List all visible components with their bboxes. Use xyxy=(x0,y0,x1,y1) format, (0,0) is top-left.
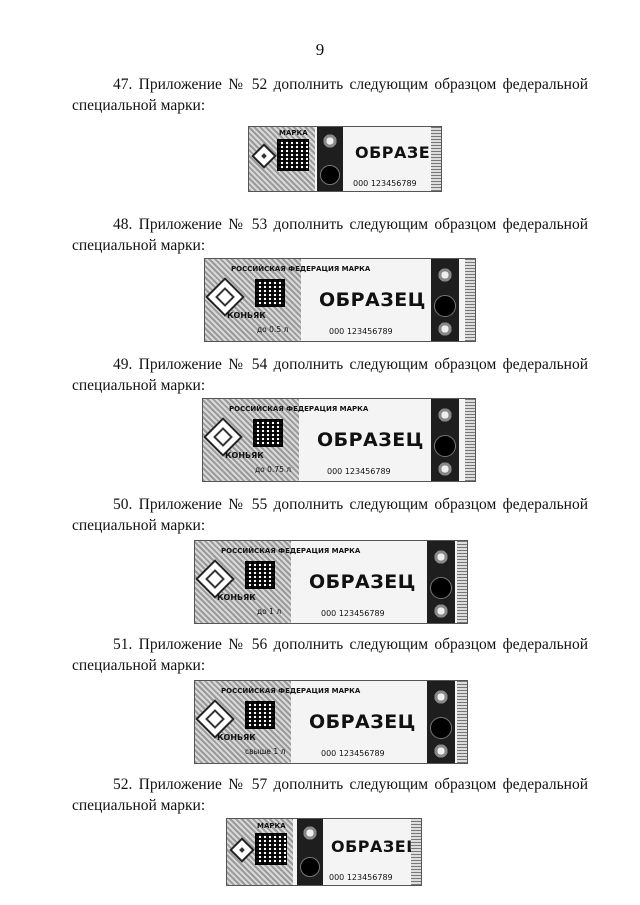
paragraph-51: 51. Приложение № 56 дополнить следующим … xyxy=(72,634,588,676)
paragraph-line-1: 49. Приложение № 54 дополнить следующим … xyxy=(113,356,588,373)
datamatrix-code xyxy=(255,833,287,865)
paragraph-line-2: специальной марки: xyxy=(72,97,206,114)
paragraph-line-2: специальной марки: xyxy=(72,237,206,254)
page-number: 9 xyxy=(315,40,325,59)
security-band xyxy=(427,541,455,623)
stamp-top-label: РОССИЙСКАЯ ФЕДЕРАЦИЯ МАРКА xyxy=(231,265,371,273)
stamp-main-text: ОБРАЗЕЦ xyxy=(331,837,422,856)
stamp-serial: 000 123456789 xyxy=(329,327,393,336)
stamp-main-text: ОБРАЗЕЦ xyxy=(309,711,416,733)
eagle-icon xyxy=(436,267,454,283)
paragraph-line-2: специальной марки: xyxy=(72,517,206,534)
stamp-top-label: РОССИЙСКАЯ ФЕДЕРАЦИЯ МАРКА xyxy=(229,405,369,413)
stamp-serial: 000 123456789 xyxy=(329,873,393,882)
specimen-stamp-52: МАРКА ОБРАЗЕЦ 000 123456789 xyxy=(226,818,422,886)
specimen-stamp-50: РОССИЙСКАЯ ФЕДЕРАЦИЯ МАРКА КОНЬЯК до 1 л… xyxy=(194,540,468,624)
eagle-icon xyxy=(436,407,454,423)
volume-label: до 0.5 л xyxy=(257,325,289,334)
datamatrix-code xyxy=(245,561,275,589)
hologram-circle xyxy=(430,717,452,739)
stamp-main-text: ОБРАЗЕЦ xyxy=(319,289,426,311)
stamp-main-text: ОБРАЗЕЦ xyxy=(309,571,416,593)
product-name: КОНЬЯК xyxy=(225,451,264,460)
security-band xyxy=(427,681,455,763)
volume-label: до 0.75 л xyxy=(255,465,292,474)
hologram-circle xyxy=(300,857,320,877)
eagle-icon xyxy=(432,689,450,705)
security-band xyxy=(431,259,459,341)
hologram-circle xyxy=(430,577,452,599)
datamatrix-code xyxy=(255,279,285,307)
eagle-icon xyxy=(432,603,450,619)
paragraph-line-2: специальной марки: xyxy=(72,377,206,394)
stamp-main-text: ОБРАЗЕЦ xyxy=(355,143,442,162)
hologram-circle xyxy=(434,435,456,457)
product-name: КОНЬЯК xyxy=(217,733,256,742)
paragraph-48: 48. Приложение № 53 дополнить следующим … xyxy=(72,214,588,256)
paragraph-line-1: 50. Приложение № 55 дополнить следующим … xyxy=(113,496,588,513)
paragraph-49: 49. Приложение № 54 дополнить следующим … xyxy=(72,354,588,396)
datamatrix-code xyxy=(245,701,275,729)
eagle-icon xyxy=(321,133,339,149)
product-name: КОНЬЯК xyxy=(217,593,256,602)
stamp-main-text: ОБРАЗЕЦ xyxy=(317,429,424,451)
stamp-serial: 000 123456789 xyxy=(353,179,417,188)
product-name: КОНЬЯК xyxy=(227,311,266,320)
stamp-top-label: МАРКА xyxy=(257,822,286,830)
paragraph-line-1: 52. Приложение № 57 дополнить следующим … xyxy=(113,776,588,793)
stamp-top-label: МАРКА xyxy=(279,129,308,137)
eagle-icon xyxy=(432,549,450,565)
eagle-icon xyxy=(436,461,454,477)
paragraph-52: 52. Приложение № 57 дополнить следующим … xyxy=(72,774,588,816)
stamp-serial: 000 123456789 xyxy=(321,749,385,758)
paragraph-line-2: специальной марки: xyxy=(72,657,206,674)
paragraph-line-1: 48. Приложение № 53 дополнить следующим … xyxy=(113,216,588,233)
stamp-serial: 000 123456789 xyxy=(321,609,385,618)
volume-label: свыше 1 л xyxy=(245,747,286,756)
eagle-icon xyxy=(301,825,319,841)
specimen-stamp-48: РОССИЙСКАЯ ФЕДЕРАЦИЯ МАРКА КОНЬЯК до 0.5… xyxy=(204,258,476,342)
security-band xyxy=(431,399,459,481)
specimen-stamp-51: РОССИЙСКАЯ ФЕДЕРАЦИЯ МАРКА КОНЬЯК свыше … xyxy=(194,680,468,764)
paragraph-line-2: специальной марки: xyxy=(72,797,206,814)
hologram-circle xyxy=(320,165,340,185)
eagle-icon xyxy=(436,321,454,337)
stamp-top-label: РОССИЙСКАЯ ФЕДЕРАЦИЯ МАРКА xyxy=(221,547,361,555)
eagle-icon xyxy=(432,743,450,759)
paragraph-50: 50. Приложение № 55 дополнить следующим … xyxy=(72,494,588,536)
datamatrix-code xyxy=(253,419,283,447)
paragraph-line-1: 47. Приложение № 52 дополнить следующим … xyxy=(113,76,588,93)
stamp-top-label: РОССИЙСКАЯ ФЕДЕРАЦИЯ МАРКА xyxy=(221,687,361,695)
volume-label: до 1 л xyxy=(257,607,282,616)
datamatrix-code xyxy=(277,139,309,171)
paragraph-line-1: 51. Приложение № 56 дополнить следующим … xyxy=(113,636,588,653)
security-band xyxy=(297,819,323,885)
paragraph-47: 47. Приложение № 52 дополнить следующим … xyxy=(72,74,588,116)
stamp-serial: 000 123456789 xyxy=(327,467,391,476)
security-band xyxy=(317,127,343,191)
specimen-stamp-49: РОССИЙСКАЯ ФЕДЕРАЦИЯ МАРКА КОНЬЯК до 0.7… xyxy=(202,398,476,482)
hologram-circle xyxy=(434,295,456,317)
specimen-stamp-47: МАРКА ОБРАЗЕЦ 000 123456789 xyxy=(248,126,442,192)
